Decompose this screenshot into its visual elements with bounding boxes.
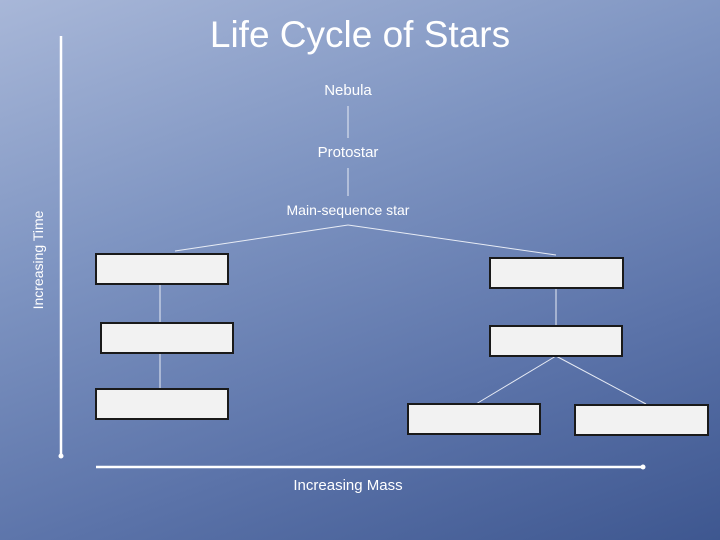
page-title: Life Cycle of Stars — [209, 14, 511, 55]
high-mass-option-a-box[interactable] — [407, 403, 541, 435]
high-stage2-to-option-b-line — [555, 355, 647, 405]
mass-axis-end — [640, 464, 646, 470]
protostar-label: Protostar — [317, 144, 379, 161]
high-stage2-to-option-a-line — [475, 355, 557, 405]
low-mass-stage-3-box[interactable] — [95, 388, 229, 420]
main-sequence-label: Main-sequence star — [286, 202, 410, 218]
main-to-high-mass-line — [347, 224, 557, 256]
high-mass-stage-2-box[interactable] — [489, 325, 623, 357]
mass-axis-label: Increasing Mass — [293, 477, 403, 494]
high-mass-stage-1-box[interactable] — [489, 257, 624, 289]
low-mass-stage-1-box[interactable] — [95, 253, 229, 285]
high-mass-option-b-box[interactable] — [574, 404, 709, 436]
main-to-low-mass-line — [174, 224, 349, 252]
time-axis-end — [58, 453, 64, 459]
time-axis-label: Increasing Time — [30, 210, 46, 310]
nebula-label: Nebula — [324, 82, 372, 99]
low-mass-stage-2-box[interactable] — [100, 322, 234, 354]
